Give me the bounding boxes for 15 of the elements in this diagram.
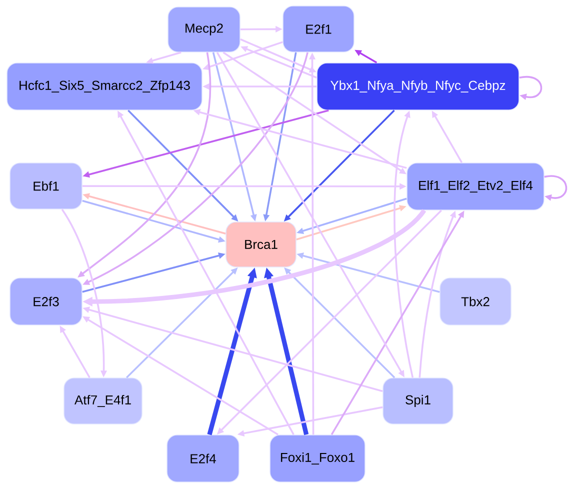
- loop-arrow: [544, 175, 568, 201]
- node-box: Brca1: [226, 222, 296, 268]
- node-box: E2f3: [10, 278, 82, 326]
- node-box: Atf7_E4f1: [64, 378, 142, 424]
- loop-arrow: [519, 76, 542, 100]
- node-box: E2f1: [282, 6, 354, 52]
- node-box: Tbx2: [440, 278, 512, 326]
- node-box: Ybx1_Nfya_Nfyb_Nfyc_Cebpz: [316, 62, 520, 110]
- node-box: Hcfc1_Six5_Smarcc2_Zfp143: [6, 62, 202, 110]
- node-box: E2f4: [166, 434, 240, 482]
- node-box: Ebf1: [10, 162, 82, 210]
- node-box: Mecp2: [168, 6, 240, 52]
- node-box: Elf1_Elf2_Etv2_Elf4: [406, 162, 544, 210]
- node-box: Spi1: [382, 378, 454, 424]
- node-box: Foxi1_Foxo1: [270, 434, 366, 482]
